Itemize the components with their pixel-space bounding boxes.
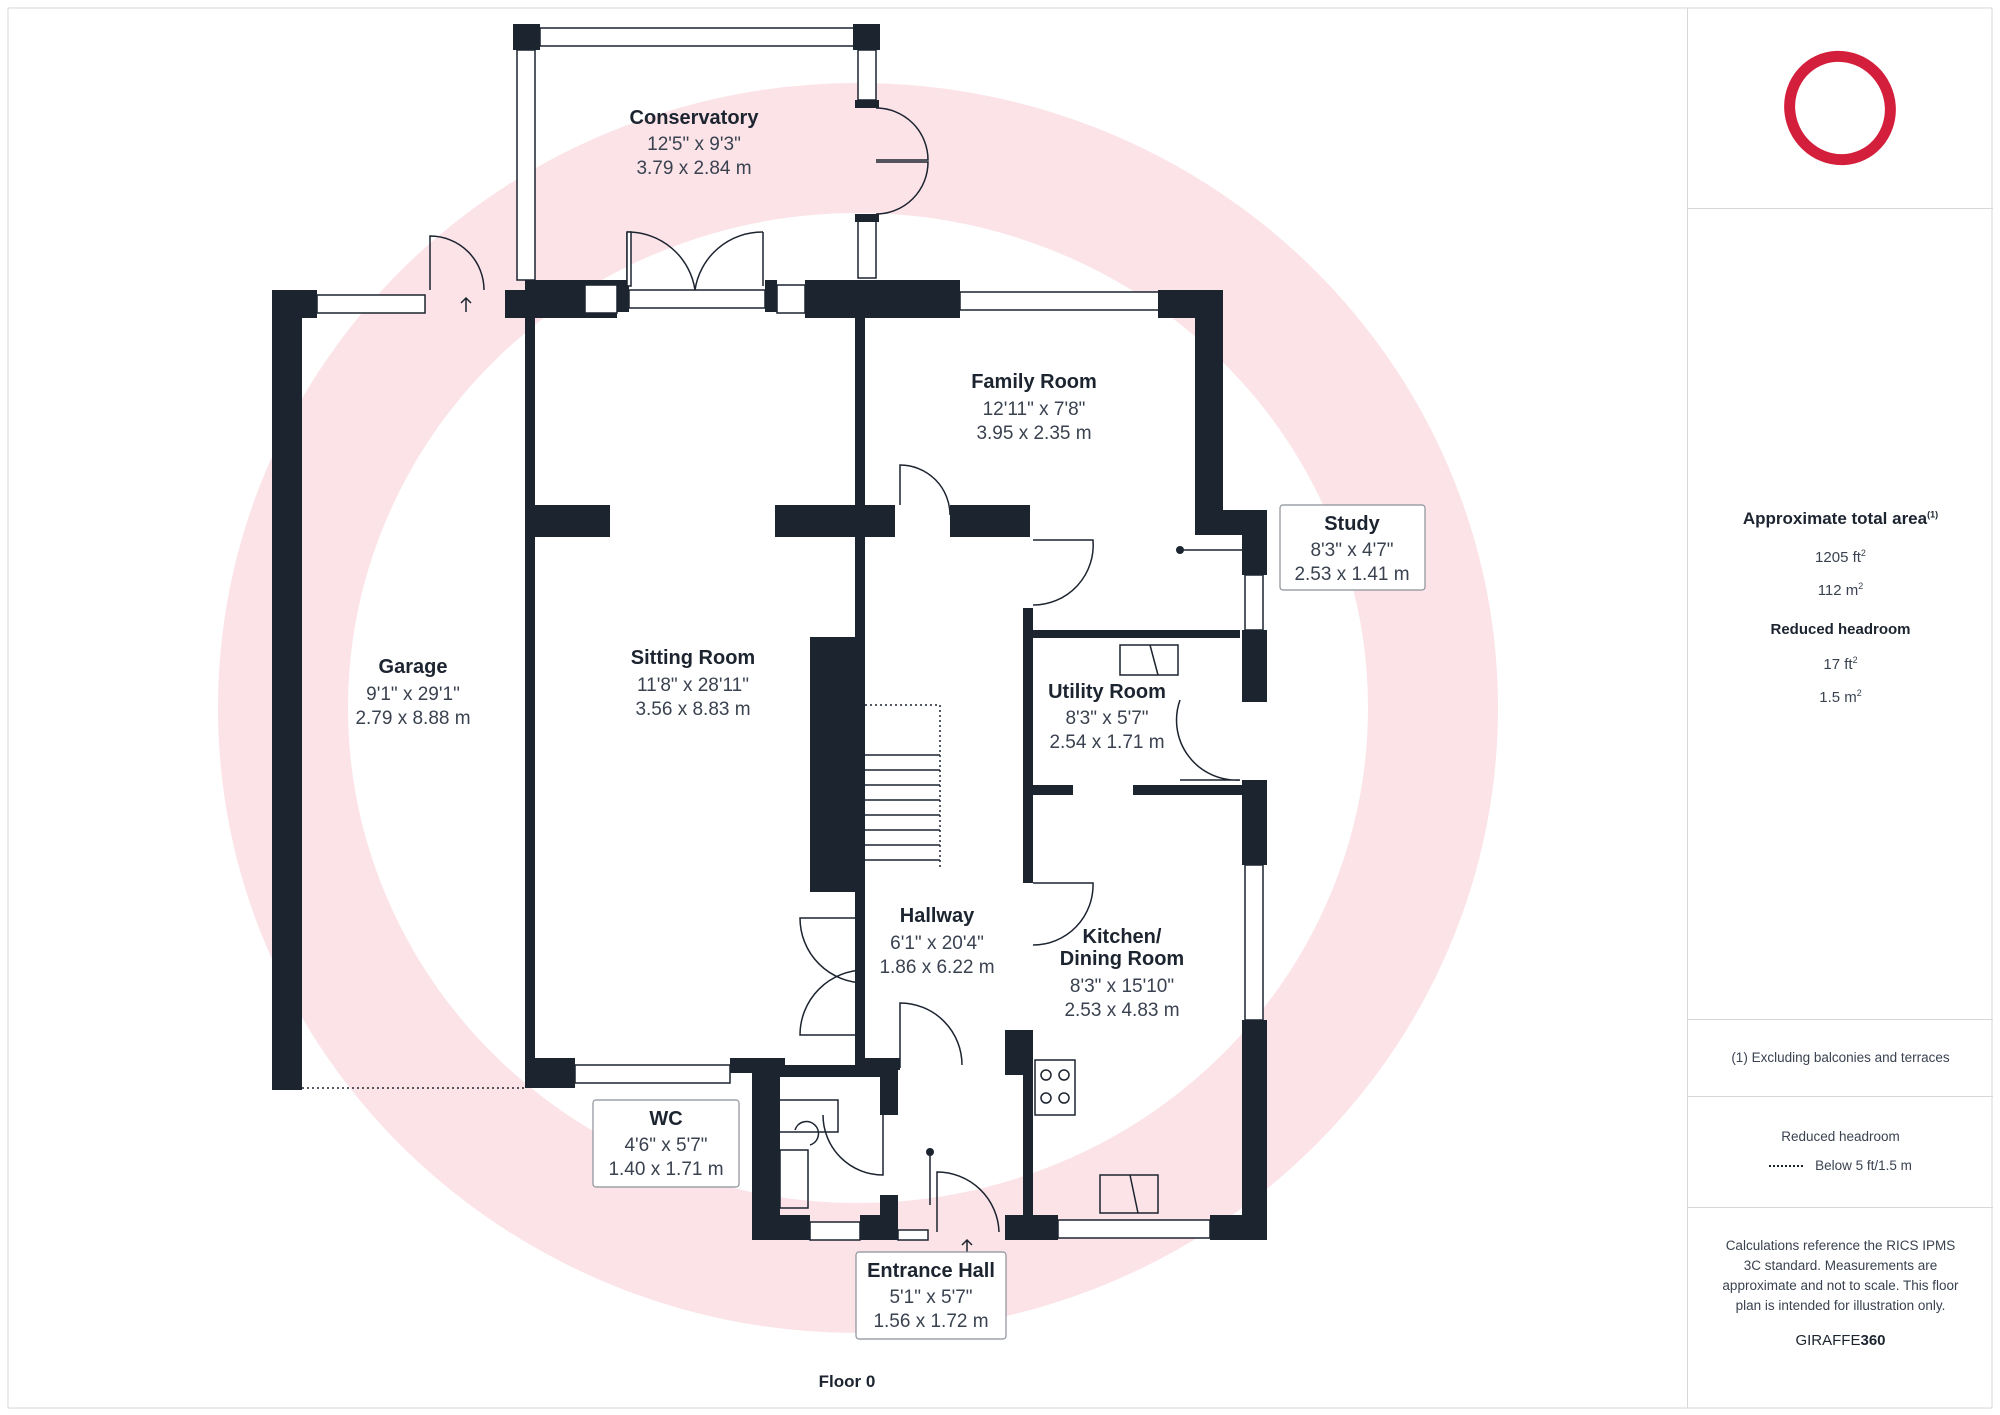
area-ft: 1205 ft2 (1815, 548, 1866, 566)
svg-text:Kitchen/: Kitchen/ (1083, 926, 1162, 948)
walls (272, 24, 1267, 1241)
room-label-family-room: Family Room 12'11" x 7'8" 3.95 x 2.35 m (971, 371, 1097, 444)
room-label-hallway: Hallway 6'1" x 20'4" 1.86 x 6.22 m (879, 905, 994, 978)
room-label-sitting-room: Sitting Room 11'8" x 28'11" 3.56 x 8.83 … (631, 647, 755, 720)
calculation-note: Calculations reference the RICS IPMS 3C … (1722, 1238, 1959, 1313)
floor-label: Floor 0 (819, 1372, 876, 1391)
notes-section: Calculations reference the RICS IPMS 3C … (1688, 1208, 1993, 1349)
svg-text:2.53 x 4.83 m: 2.53 x 4.83 m (1064, 1000, 1179, 1021)
reduced-title: Reduced headroom (1770, 621, 1911, 638)
svg-text:11'8" x 28'11": 11'8" x 28'11" (637, 675, 749, 696)
svg-text:8'3" x 5'7": 8'3" x 5'7" (1065, 708, 1148, 729)
legend-section: Reduced headroom Below 5 ft/1.5 m (1688, 1097, 1993, 1208)
room-label-kitchen-dining: Kitchen/ Dining Room 8'3" x 15'10" 2.53 … (1060, 926, 1184, 1021)
svg-text:1.56 x 1.72 m: 1.56 x 1.72 m (873, 1311, 988, 1332)
svg-text:1.40 x 1.71 m: 1.40 x 1.71 m (608, 1159, 723, 1180)
svg-text:Garage: Garage (379, 656, 448, 678)
svg-text:5'1" x 5'7": 5'1" x 5'7" (889, 1287, 972, 1308)
svg-text:2.79 x 8.88 m: 2.79 x 8.88 m (355, 708, 470, 729)
svg-text:6'1" x 20'4": 6'1" x 20'4" (890, 933, 984, 954)
svg-text:WC: WC (649, 1108, 682, 1130)
svg-text:3.95 x 2.35 m: 3.95 x 2.35 m (976, 423, 1091, 444)
area-title: Approximate total area(1) (1742, 509, 1939, 528)
area-section: Approximate total area(1) 1205 ft2 112 m… (1688, 209, 1993, 1020)
svg-text:8'3" x 4'7": 8'3" x 4'7" (1310, 540, 1393, 561)
reduced-ft: 17 ft2 (1823, 655, 1858, 673)
svg-text:3.56 x 8.83 m: 3.56 x 8.83 m (635, 699, 750, 720)
doors (302, 107, 1245, 1255)
svg-text:2.53 x 1.41 m: 2.53 x 1.41 m (1294, 564, 1409, 585)
svg-text:12'11" x 7'8": 12'11" x 7'8" (983, 399, 1086, 420)
svg-text:Hallway: Hallway (900, 905, 975, 927)
room-label-study: Study 8'3" x 4'7" 2.53 x 1.41 m (1279, 504, 1426, 591)
svg-text:3.79 x 2.84 m: 3.79 x 2.84 m (636, 158, 751, 179)
legend-title: Reduced headroom (1781, 1129, 1900, 1144)
svg-text:Study: Study (1324, 513, 1380, 535)
reduced-m: 1.5 m2 (1819, 688, 1862, 706)
svg-text:Sitting Room: Sitting Room (631, 647, 755, 669)
legend-item: Below 5 ft/1.5 m (1688, 1158, 1993, 1173)
area-m: 112 m2 (1817, 581, 1864, 599)
exclusion-section: (1) Excluding balconies and terraces (1688, 1020, 1993, 1097)
brand-wordmark: GIRAFFE360 (1795, 1332, 1886, 1349)
brand-logo-icon (1784, 50, 1896, 166)
sidebar: Approximate total area(1) 1205 ft2 112 m… (1687, 8, 1993, 1408)
room-label-conservatory: Conservatory 12'5" x 9'3" 3.79 x 2.84 m (630, 107, 760, 179)
svg-text:Conservatory: Conservatory (630, 107, 760, 129)
page-frame (7, 7, 1993, 1409)
svg-text:Utility Room: Utility Room (1048, 681, 1166, 703)
svg-text:Family Room: Family Room (971, 371, 1097, 393)
svg-text:8'3" x 15'10": 8'3" x 15'10" (1070, 976, 1174, 997)
svg-text:12'5" x 9'3": 12'5" x 9'3" (647, 134, 741, 155)
logo-section (1688, 8, 1993, 209)
svg-text:4'6" x 5'7": 4'6" x 5'7" (624, 1135, 707, 1156)
svg-text:1.86 x 6.22 m: 1.86 x 6.22 m (879, 957, 994, 978)
svg-text:9'1" x 29'1": 9'1" x 29'1" (366, 684, 460, 705)
dotted-line-icon (1769, 1165, 1804, 1168)
room-label-entrance-hall: Entrance Hall 5'1" x 5'7" 1.56 x 1.72 m (855, 1251, 1007, 1340)
room-label-utility-room: Utility Room 8'3" x 5'7" 2.54 x 1.71 m (1048, 681, 1166, 753)
svg-text:2.54 x 1.71 m: 2.54 x 1.71 m (1049, 732, 1164, 753)
room-label-garage: Garage 9'1" x 29'1" 2.79 x 8.88 m (355, 656, 470, 729)
svg-text:Entrance Hall: Entrance Hall (867, 1260, 995, 1282)
room-label-wc: WC 4'6" x 5'7" 1.40 x 1.71 m (592, 1099, 740, 1188)
exclusion-note: (1) Excluding balconies and terraces (1731, 1050, 1950, 1065)
svg-text:Dining Room: Dining Room (1060, 948, 1184, 970)
